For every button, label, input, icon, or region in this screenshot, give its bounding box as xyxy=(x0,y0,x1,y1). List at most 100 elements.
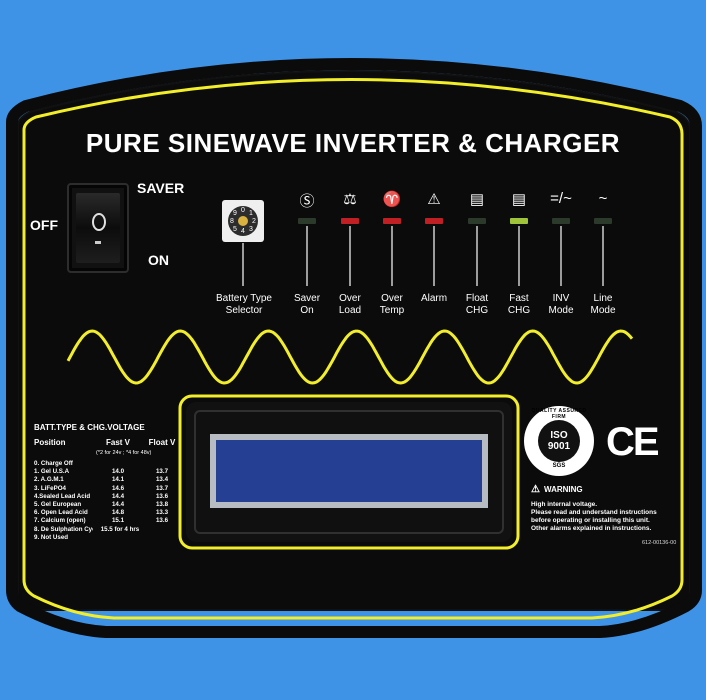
warning-line: High internal voltage. xyxy=(531,501,598,508)
lcd-yellow-trim xyxy=(178,394,520,550)
warning-line: Other alarms explained in instructions. xyxy=(531,525,652,532)
table-cell: 14.1 xyxy=(111,476,125,484)
iso-number: 9001 xyxy=(547,441,571,452)
thermometer-icon: ♈ xyxy=(382,191,402,208)
table-cell xyxy=(96,460,140,468)
table-cell: 13.7 xyxy=(155,484,169,492)
outer-trim xyxy=(5,58,702,638)
on-bar-icon xyxy=(95,241,101,244)
table-cell: 13.7 xyxy=(155,468,169,476)
table-cell: 14.0 xyxy=(111,468,125,476)
table-row: 3. LiFePO4 14.6 13.7 xyxy=(34,485,184,493)
indicator-label-line2: CHG xyxy=(465,305,489,316)
battery-selector-label: Battery Type Selector xyxy=(208,293,280,317)
indicator-label-line2: On xyxy=(300,305,314,316)
dial-digit: 0 xyxy=(241,207,245,214)
indicator-label-line1: Fast xyxy=(509,293,529,304)
alarm-triangle-icon: ⚠ xyxy=(427,191,441,208)
table-header: Float V xyxy=(148,438,176,447)
table-cell: 6. Open Lead Acid xyxy=(34,509,88,517)
warning-heading: WARNING xyxy=(543,485,583,494)
table-cell: 14.4 xyxy=(111,501,125,509)
indicator-led xyxy=(383,218,401,224)
warning-line: Please read and understand instructions xyxy=(531,509,657,516)
dial-digit: 8 xyxy=(230,218,234,225)
table-cell: 1. Gel U.S.A xyxy=(34,468,70,476)
iso-ring-text: QUALITY ASSURED FIRM xyxy=(531,408,587,420)
table-cell: 5. Gel European xyxy=(34,501,82,509)
indicator-label-line2: Temp xyxy=(379,305,405,316)
indicator-label-line2: Mode xyxy=(590,305,616,316)
table-cell xyxy=(96,534,140,542)
table-note: (*2 for 24v ; *4 for 48v) xyxy=(96,450,152,456)
power-rocker-switch[interactable] xyxy=(67,183,129,273)
table-cell: 13.8 xyxy=(155,501,169,509)
dial-digit: 2 xyxy=(252,218,256,225)
battery-type-dial[interactable]: 8 9 0 1 2 3 4 5 xyxy=(222,200,264,242)
indicator-led xyxy=(510,218,528,224)
dial-digit: 5 xyxy=(233,226,237,233)
table-cell: 13.6 xyxy=(155,517,169,525)
table-header-row: Position Fast V Float V xyxy=(34,438,184,447)
table-cell: 15.5 for 4 hrs xyxy=(100,525,140,533)
lcd-display-housing xyxy=(186,402,512,542)
table-cell xyxy=(140,534,184,542)
table-cell: 13.6 xyxy=(155,492,169,500)
table-cell: 14.4 xyxy=(111,492,125,500)
indicator-label-line1: Float xyxy=(465,293,489,304)
off-symbol-icon xyxy=(92,213,106,231)
indicator-label-line1: Alarm xyxy=(420,293,448,304)
table-row: 9. Not Used xyxy=(34,534,184,542)
table-cell: 4.Sealed Lead Acid xyxy=(34,492,91,500)
warning-block: ⚠ WARNING High internal voltage. Please … xyxy=(531,484,671,533)
table-cell: 14.6 xyxy=(111,484,125,492)
off-label: OFF xyxy=(30,217,58,233)
indicator-led xyxy=(468,218,486,224)
indicator-led xyxy=(425,218,443,224)
table-header: Fast V xyxy=(105,438,130,447)
table-cell: 3. LiFePO4 xyxy=(34,484,66,492)
on-label: ON xyxy=(148,252,169,268)
sine-wave xyxy=(66,329,634,385)
dial-face: 8 9 0 1 2 3 4 5 xyxy=(228,206,258,236)
warning-line: before operating or installing this unit… xyxy=(531,517,650,524)
indicator-label-line2: CHG xyxy=(507,305,531,316)
indicator-label: Alarm xyxy=(399,293,469,305)
battery-selector-label-line2: Selector xyxy=(225,305,263,316)
battery-fast-icon: ▤ xyxy=(511,191,527,208)
table-cell: 15.1 xyxy=(111,517,125,525)
iso-label: ISO xyxy=(550,430,568,441)
table-row: 8. De Sulphation Cycle 15.5 for 4 hrs xyxy=(34,526,184,534)
table-cell: 13.3 xyxy=(155,509,169,517)
indicator-led xyxy=(552,218,570,224)
indicator-label-line1: INV xyxy=(552,293,570,304)
table-row: 4.Sealed Lead Acid 14.4 13.6 xyxy=(34,493,184,501)
lcd-screen xyxy=(210,434,488,508)
dc-ac-icon: =/~ xyxy=(550,190,572,207)
table-cell: 9. Not Used xyxy=(34,533,69,541)
indicator-led xyxy=(594,218,612,224)
table-title: BATT.TYPE & CHG.VOLTAGE xyxy=(34,423,145,432)
table-row: 7. Calcium (open) 15.1 13.6 xyxy=(34,517,184,525)
indicator-label-line2: Load xyxy=(338,305,362,316)
part-number: 612-00136-00 xyxy=(642,540,677,546)
indicator-label-line1: Over xyxy=(381,293,403,304)
battery-voltage-table: BATT.TYPE & CHG.VOLTAGE Position Fast V … xyxy=(34,423,184,542)
table-cell: 8. De Sulphation Cycle xyxy=(34,525,93,533)
lcd-frame xyxy=(194,410,504,534)
table-cell: 7. Calcium (open) xyxy=(34,517,86,525)
indicator-label-line1: Line xyxy=(593,293,613,304)
table-cell xyxy=(140,460,184,468)
battery-float-icon: ▤ xyxy=(469,191,485,208)
dial-digit: 1 xyxy=(249,210,253,217)
power-saver-icon: Ⓢ xyxy=(299,193,315,210)
sgs-label: SGS xyxy=(552,463,566,469)
indicator-label-line1: Over xyxy=(339,293,361,304)
